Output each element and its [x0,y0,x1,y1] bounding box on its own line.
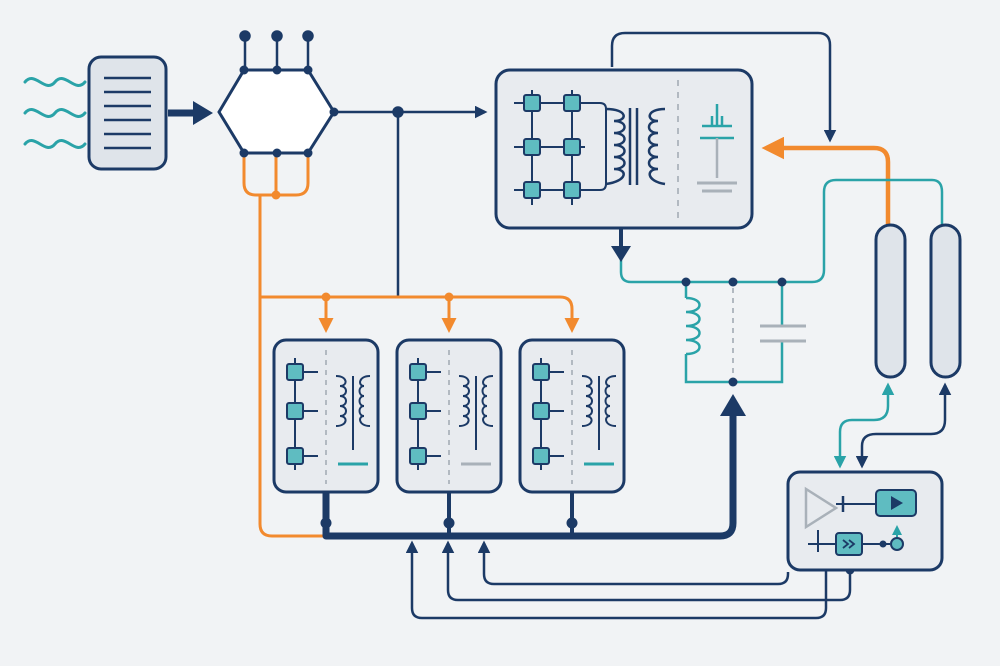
main-converter [494,68,754,230]
converter-to-lc-arrow [611,228,631,262]
lc-tank [681,277,806,387]
inductor-icon [685,296,701,356]
transformer-icon [605,107,666,186]
orange-distribution-bus [242,153,580,538]
converter-feedback-loop [610,31,837,143]
wave-icon [23,77,87,87]
hub-terminals [239,30,314,70]
transformer-icon [335,375,371,450]
storage-tank-2 [929,223,962,379]
tank-to-converter-wire [761,136,891,228]
controller-to-tanks-lines [833,382,952,469]
play-icon [875,489,917,517]
transformer-icon [581,375,617,450]
sub-module-3 [518,338,626,494]
controller-feedback-lines [405,540,855,620]
hex-hub [217,65,339,158]
wave-icon [23,139,87,149]
input-waves [23,77,87,149]
controller [786,470,944,572]
ground-icon [697,181,737,193]
module-output-bus [320,394,746,540]
sub-module-2 [395,338,503,494]
list-icon [104,76,151,150]
wave-icon [23,108,87,118]
component-grid [514,90,607,205]
storage-tank-1 [874,223,907,379]
hub-to-converter-wire [334,105,488,297]
sensor-icon [890,525,904,551]
amplifier-icon [804,486,839,530]
sub-module-1 [272,338,380,494]
filter-to-hub-arrow [168,101,213,125]
input-filter [87,55,168,171]
relay-icon [808,530,890,556]
lc-to-tanks-wire [619,178,944,284]
transformer-icon [458,375,494,450]
capacitor-icon [700,104,734,178]
